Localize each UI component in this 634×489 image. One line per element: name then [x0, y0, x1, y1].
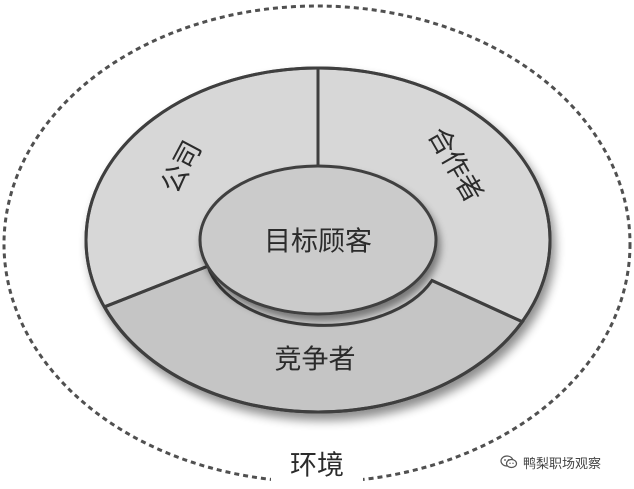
watermark: 鸭梨职场观察	[500, 451, 601, 473]
divider-left	[104, 264, 209, 309]
competitors-label: 竞争者	[275, 345, 356, 376]
environment-label: 环境	[290, 451, 344, 482]
center-label: 目标顾客	[264, 227, 372, 258]
center-ellipse	[198, 164, 438, 316]
environment-label-backing	[271, 448, 363, 484]
watermark-text: 鸭梨职场观察	[523, 456, 602, 472]
divider-right	[431, 279, 524, 324]
wechat-icon	[500, 455, 518, 469]
outer-ring-outline	[84, 66, 552, 414]
